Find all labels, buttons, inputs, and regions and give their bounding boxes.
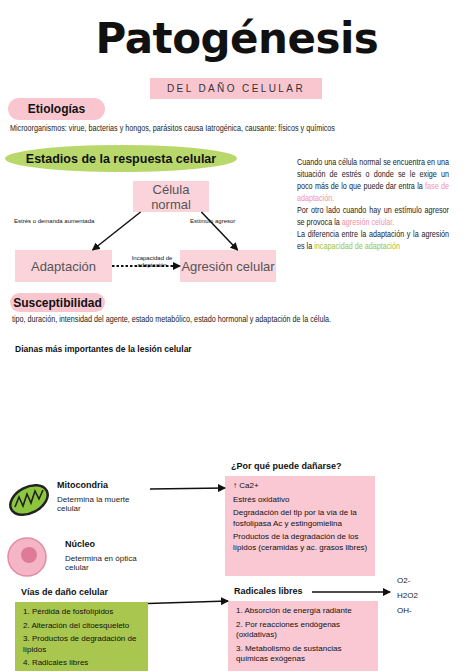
- section-pill: Etiologías: [8, 98, 105, 120]
- chemical-formula: H2O2: [397, 591, 418, 600]
- connector: [112, 265, 180, 267]
- list-item: 3. Productos de degradación de lípidos: [23, 634, 142, 655]
- state-box: Agresión celular: [180, 250, 276, 282]
- nucleus-core: [21, 547, 37, 563]
- explanation-paragraph: Cuando una célula normal se encuentra en…: [297, 156, 449, 252]
- mitochondrion-cristae: [15, 490, 43, 507]
- state-box: Adaptación: [15, 250, 112, 282]
- section-pill: Susceptibilidad: [10, 293, 105, 312]
- list-item: 1. Absorción de energía radiante: [236, 606, 372, 617]
- connector-label: Estrés o demanda aumentada: [14, 218, 114, 225]
- leader-arrow: [312, 591, 390, 593]
- mitochondrion-symbol: [5, 479, 53, 521]
- item-title: Mitocondria: [57, 480, 150, 490]
- list-item: ↑ Ca2+: [233, 481, 369, 492]
- radicals-box: Radicales libres1. Absorción de energía …: [228, 601, 378, 671]
- cell-body: [8, 538, 46, 576]
- state-box: Célula normal: [133, 181, 209, 212]
- node-label: Adaptación: [31, 259, 96, 274]
- box-heading: ¿Por qué puede dañarse?: [231, 461, 342, 472]
- connector: [150, 487, 225, 489]
- section-heading: Dianas más importantes de la lesión celu…: [15, 344, 192, 354]
- subtitle-band: DEL DAÑO CELULAR: [150, 78, 322, 99]
- connector-label: Estímulo agresor: [190, 218, 260, 225]
- page-title: Patogénesis: [0, 14, 474, 63]
- section-body: tipo, duración, intensidad del agente, e…: [12, 314, 331, 324]
- node-label: DEL DAÑO CELULAR: [167, 83, 305, 94]
- node-label: Agresión celular: [181, 259, 274, 274]
- highlight-text: incapacidad de adaptación: [314, 241, 400, 251]
- target-item: MitocondriaDetermina la muerte celular: [8, 478, 150, 520]
- section-body: Microorganismos: virue, bacterias y hong…: [10, 123, 335, 133]
- connector: [93, 212, 141, 250]
- section-ellipse: Estadios de la respuesta celular: [5, 145, 237, 172]
- mitochondrion-outer: [5, 479, 53, 521]
- list-item: 2. Por reacciones endógenas (oxidativas): [236, 620, 372, 641]
- nucleus-symbol: [8, 538, 46, 576]
- connector-label: Incapacidad de adaptación: [127, 255, 177, 269]
- item-description: Determina la muerte celular: [57, 495, 150, 513]
- list-item: 4. Radicales libres: [23, 658, 142, 669]
- list-item: 2. Alteración del citoesqueleto: [23, 621, 142, 632]
- highlight-text: agresión celular.: [342, 217, 394, 227]
- pathway-box: Vías de daño celular1. Pérdida de fosfol…: [15, 602, 148, 671]
- node-label: Etiologías: [28, 102, 85, 116]
- list-item: 1. Pérdida de fosfolípidos: [23, 607, 142, 618]
- item-title: Núcleo: [65, 539, 150, 549]
- list-item: Estrés oxidativo: [233, 495, 369, 506]
- node-label: Célula normal: [133, 182, 209, 212]
- list-item: Productos de la degradación de los lípid…: [233, 532, 369, 553]
- box-heading: Vías de daño celular: [21, 587, 108, 598]
- chemical-formula: O2-: [397, 576, 410, 585]
- box-heading: Radicales libres: [234, 586, 303, 597]
- cause-box: ¿Por qué puede dañarse?↑ Ca2+Estrés oxid…: [225, 476, 375, 576]
- item-description: Determina en óptica celular: [65, 554, 150, 572]
- target-item: NúcleoDetermina en óptica celular: [8, 537, 150, 579]
- connector: [201, 212, 237, 250]
- node-label: Estadios de la respuesta celular: [26, 152, 216, 166]
- connector: [148, 601, 228, 603]
- chemical-formula: OH-: [397, 606, 412, 615]
- list-item: 3. Metabolismo de sustancias químicas ex…: [236, 644, 372, 665]
- node-label: Susceptibilidad: [13, 296, 102, 310]
- list-item: Degradación del tlp por la vía de la fos…: [233, 508, 369, 529]
